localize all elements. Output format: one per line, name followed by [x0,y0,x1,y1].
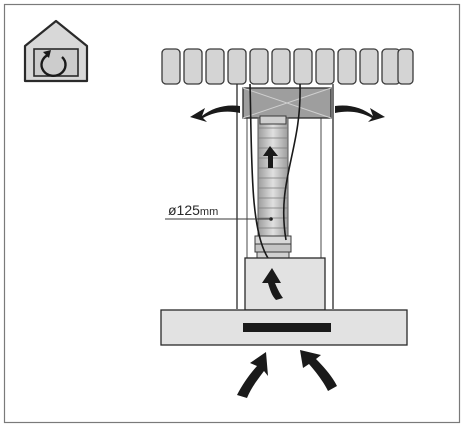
arrow-icon [263,146,278,168]
house-recirculation-icon [23,19,89,83]
diameter-value: ø125 [168,202,200,218]
hood-grille [243,323,331,332]
ceiling-joists [161,48,414,85]
chimney-inner [246,118,322,258]
power-cable [249,83,269,259]
arrow-icon [237,352,268,398]
duct-diameter-label: ø125mm [168,202,218,220]
motor-housing [244,257,326,311]
flexible-duct [254,115,292,259]
arrow-icon [190,105,240,122]
arrow-icon [262,268,283,300]
chimney-outer [236,84,334,309]
arrow-icon [335,105,385,122]
power-cable-2 [282,83,301,241]
filter-box [242,87,332,119]
diameter-unit: mm [199,206,219,218]
arrow-icon [300,350,337,391]
